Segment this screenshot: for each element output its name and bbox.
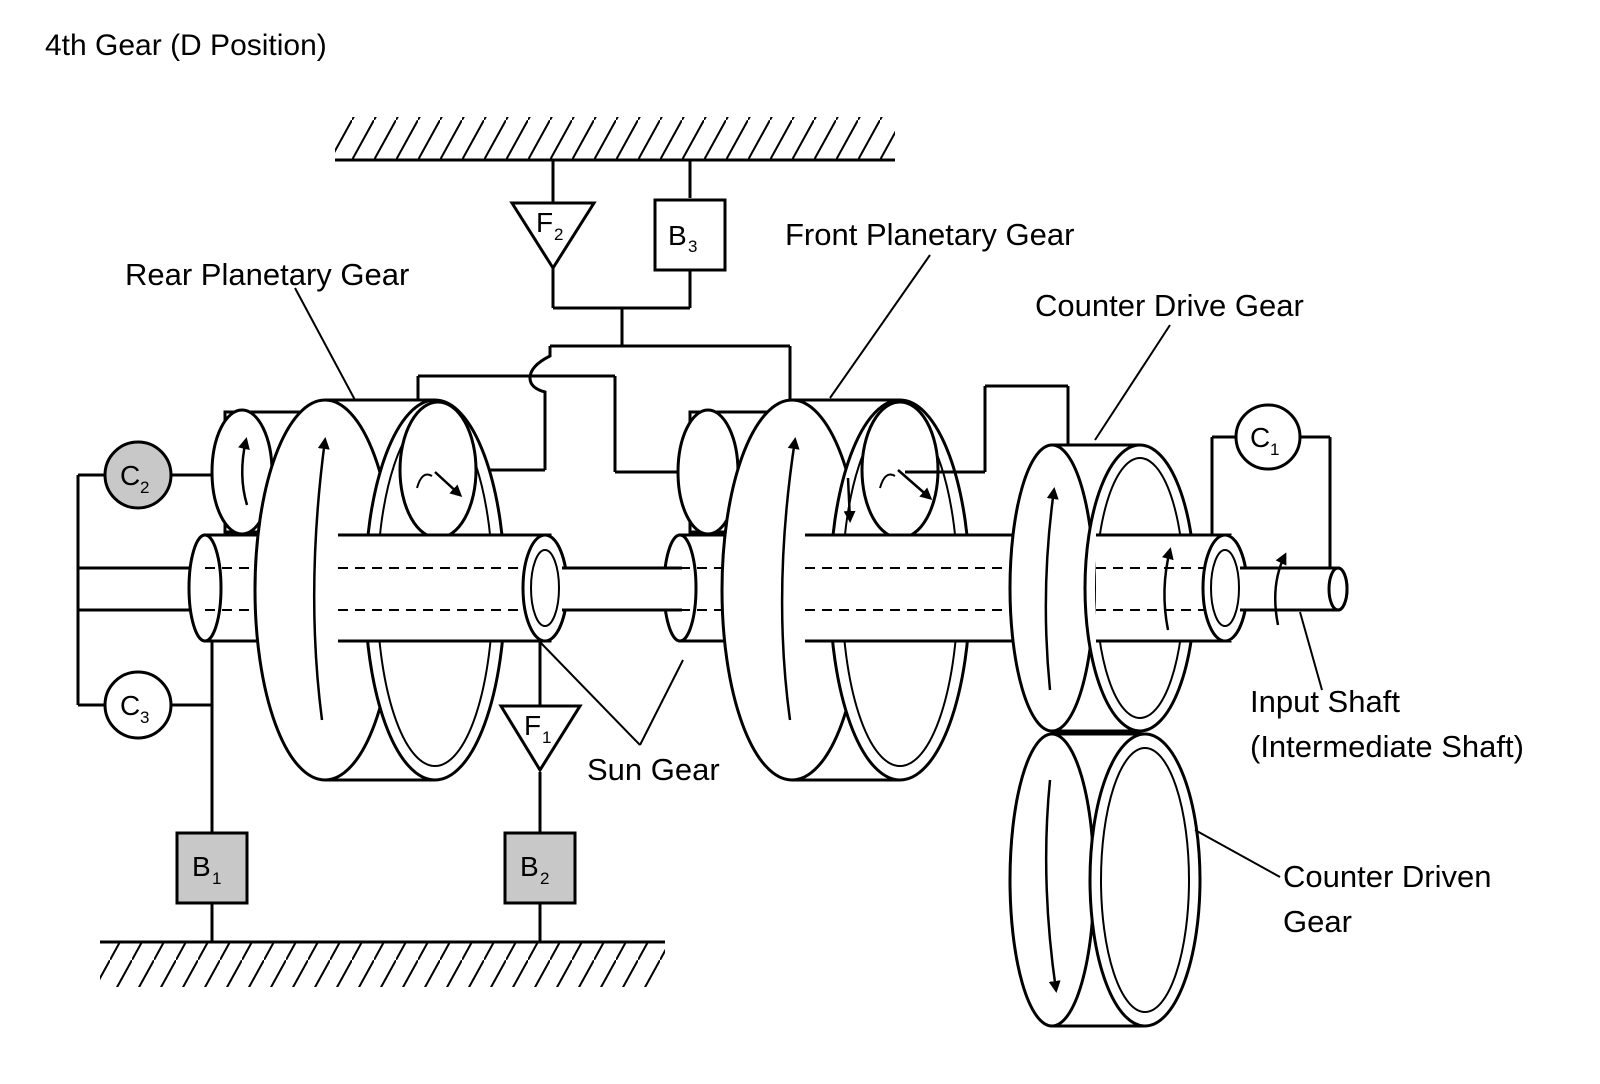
b2-letter: B <box>520 851 539 882</box>
leader-lines <box>294 254 1323 878</box>
counter-driven-gear <box>1008 732 1202 1028</box>
diagram-title: 4th Gear (D Position) <box>45 29 327 62</box>
f1-sub: 1 <box>542 728 551 747</box>
c2-sub: 2 <box>140 478 149 497</box>
label-sun-gear: Sun Gear <box>587 752 720 787</box>
b3-sub: 3 <box>688 237 697 256</box>
label-counter-driven-gear: Gear <box>1283 904 1352 939</box>
c1-sub: 1 <box>1270 440 1279 459</box>
label-front-planetary-gear: Front Planetary Gear <box>785 217 1074 252</box>
label-counter-drive-gear: Counter Drive Gear <box>1035 288 1304 323</box>
b3-letter: B <box>668 220 687 251</box>
counter-drive-gear <box>1008 443 1349 733</box>
c3-clutch: C 3 <box>103 670 173 740</box>
label-counter-driven: Counter Driven <box>1283 859 1491 894</box>
f2-sub: 2 <box>554 225 563 244</box>
b1-brake: B 1 <box>175 831 249 905</box>
b2-sub: 2 <box>540 869 549 888</box>
left-clutch-linkage <box>76 473 214 942</box>
b1-letter: B <box>192 851 211 882</box>
c1-clutch: C 1 <box>1210 403 1332 568</box>
f2-one-way-clutch: F 2 <box>509 201 597 271</box>
f1-one-way-clutch: F 1 <box>498 704 583 773</box>
b2-brake: B 2 <box>503 831 577 905</box>
b1-sub: 1 <box>212 869 221 888</box>
b3-brake: B 3 <box>653 198 727 272</box>
label-input-shaft: Input Shaft <box>1250 684 1400 719</box>
bottom-housing <box>100 940 665 987</box>
f1-letter: F <box>524 710 541 741</box>
label-intermediate-shaft: (Intermediate Shaft) <box>1250 729 1524 764</box>
front-carrier-linkage <box>905 384 1070 474</box>
c2-clutch: C 2 <box>103 440 173 510</box>
front-planetary-gear <box>676 398 1135 785</box>
rear-planetary-gear <box>210 398 682 785</box>
c3-letter: C <box>120 690 140 721</box>
c3-sub: 3 <box>140 708 149 727</box>
c2-letter: C <box>120 460 140 491</box>
label-rear-planetary-gear: Rear Planetary Gear <box>125 257 409 292</box>
top-housing <box>335 117 895 162</box>
f2-letter: F <box>536 207 553 238</box>
c1-letter: C <box>1250 422 1270 453</box>
